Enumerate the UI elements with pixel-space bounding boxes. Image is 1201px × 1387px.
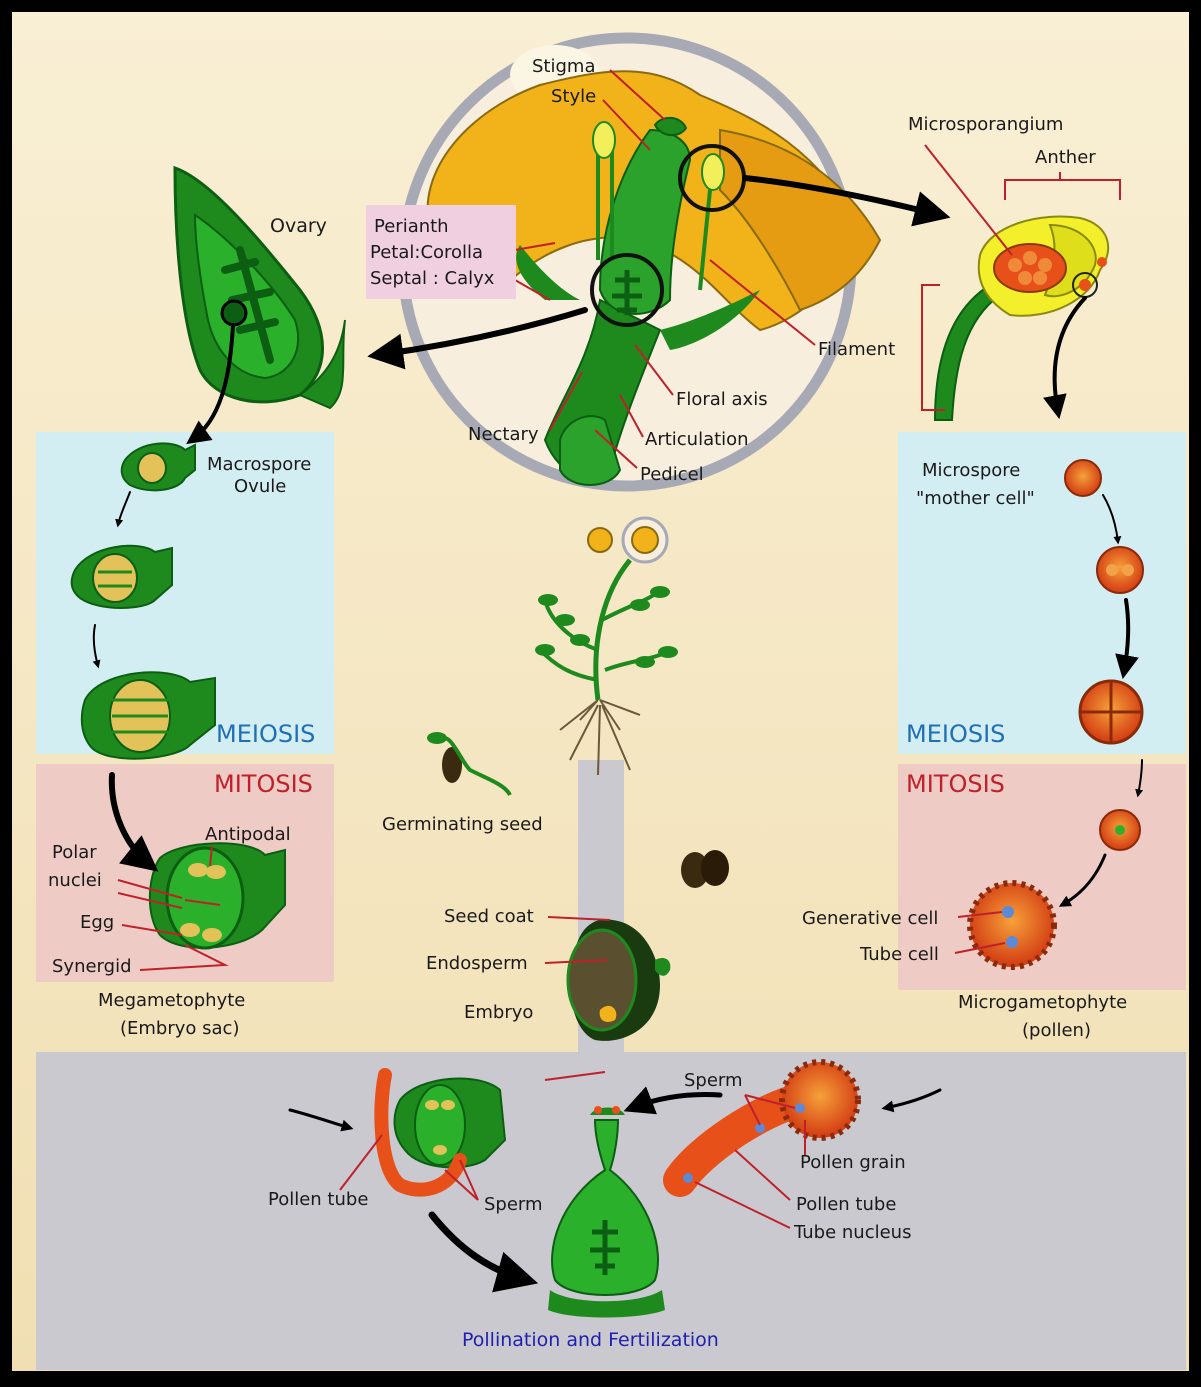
label-germinating-seed: Germinating seed [382, 814, 543, 835]
label-filament: Filament [818, 339, 895, 360]
label-pedicel: Pedicel [640, 464, 704, 485]
label-synergid: Synergid [52, 956, 132, 977]
label-polar: Polar [52, 842, 97, 863]
microspore-stage-3 [1080, 681, 1142, 743]
label-nuclei: nuclei [48, 870, 102, 891]
label-anther: Anther [1035, 147, 1096, 168]
label-meiosis-left: MEIOSIS [216, 720, 315, 748]
label-pollen-tube-left: Pollen tube [268, 1189, 368, 1210]
label-style: Style [551, 86, 596, 107]
label-perianth: Perianth [374, 216, 449, 237]
microspore-stage-1 [1065, 460, 1101, 496]
label-ovary: Ovary [270, 215, 327, 237]
label-stigma: Stigma [532, 56, 595, 77]
microspore-stage-4 [1100, 810, 1140, 850]
seed-pair [681, 850, 729, 888]
label-pollen-tube-right: Pollen tube [796, 1194, 896, 1215]
label-embryo-sac: (Embryo sac) [120, 1018, 239, 1039]
label-mitosis-right: MITOSIS [906, 770, 1005, 798]
pollen-grain-illustration [970, 883, 1054, 967]
label-egg: Egg [80, 912, 114, 933]
label-megagametophyte: Megametophyte [98, 990, 245, 1011]
label-antipodal: Antipodal [205, 824, 291, 845]
label-microsporangium: Microsporangium [908, 114, 1063, 135]
caption-pollination: Pollination and Fertilization [462, 1329, 719, 1351]
label-meiosis-right: MEIOSIS [906, 720, 1005, 748]
label-microgametophyte: Microgametophyte [958, 992, 1127, 1013]
label-seed-coat: Seed coat [444, 906, 534, 927]
label-ovule: Ovule [234, 476, 286, 497]
label-tube-nucleus: Tube nucleus [793, 1222, 911, 1243]
label-generative-cell: Generative cell [802, 908, 938, 929]
label-embryo: Embryo [464, 1002, 533, 1023]
label-tube-cell: Tube cell [859, 944, 939, 965]
label-floral-axis: Floral axis [676, 389, 768, 410]
label-sperm-top: Sperm [684, 1070, 743, 1091]
label-articulation: Articulation [645, 429, 749, 450]
label-sperm-left: Sperm [484, 1194, 543, 1215]
label-septal-calyx: Septal : Calyx [370, 268, 495, 289]
label-macrospore: Macrospore [207, 454, 311, 475]
label-mitosis-left: MITOSIS [214, 770, 313, 798]
label-endosperm: Endosperm [426, 953, 528, 974]
label-petal-corolla: Petal:Corolla [370, 242, 483, 263]
microspore-stage-2 [1097, 547, 1143, 593]
label-nectary: Nectary [468, 424, 539, 445]
label-mother-cell: "mother cell" [916, 488, 1035, 509]
label-pollen: (pollen) [1022, 1020, 1091, 1041]
label-pollen-grain: Pollen grain [800, 1152, 906, 1173]
label-microspore: Microspore [922, 460, 1020, 481]
